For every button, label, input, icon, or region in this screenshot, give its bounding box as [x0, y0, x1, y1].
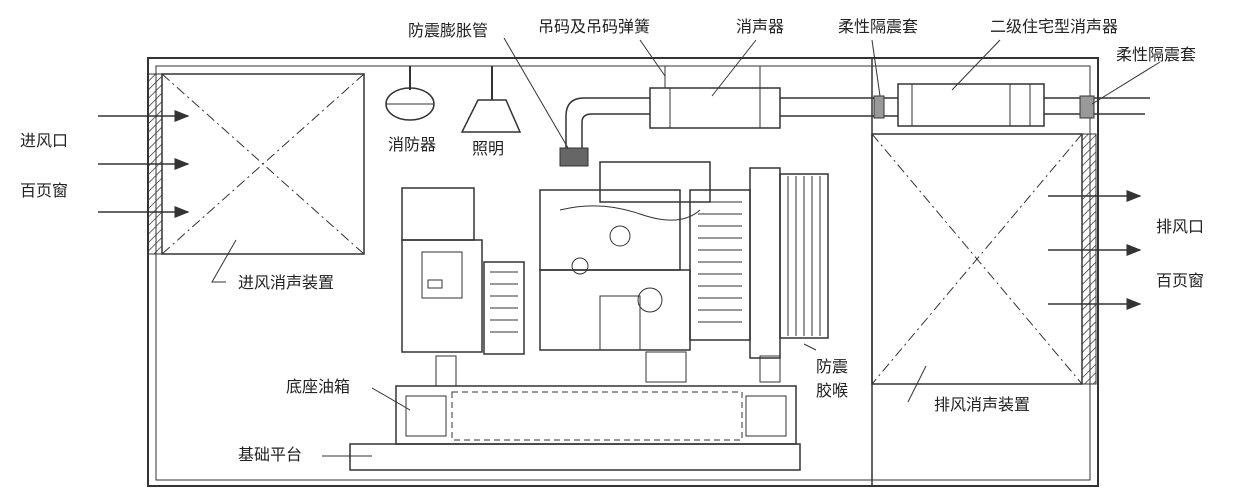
intake-silencer-label: 进风消声装置: [238, 273, 335, 292]
louver-right-label: 百页窗: [1156, 271, 1205, 290]
radiator-drawing: [689, 167, 829, 383]
foundation-drawing: [349, 443, 801, 471]
louver-left-label: 百页窗: [20, 181, 69, 200]
room-wall: [147, 57, 1099, 487]
hanger-spring: [664, 66, 761, 88]
anti-vibration-expansion-pipe-label: 防震膨胀管: [408, 21, 489, 40]
base-fuel-tank-drawing: [395, 385, 797, 445]
outlet-arrows: [1048, 190, 1142, 310]
right-louver-hatch: [1081, 133, 1097, 385]
hanger-spring-label: 吊码及吊码弹簧: [538, 17, 651, 36]
air-outlet-label: 排风口: [1156, 217, 1205, 236]
foundation-platform-label: 基础平台: [238, 445, 303, 464]
leader-lines: [211, 37, 1161, 457]
residential-muffler-drawing: [872, 83, 1150, 127]
air-inlet-label: 进风口: [20, 131, 69, 150]
light-drawing: [460, 66, 522, 133]
exhaust-pipe: [559, 97, 650, 167]
exhaust-silencer-label: 排风消声装置: [934, 395, 1031, 414]
flex-sleeve-top-label: 柔性隔震套: [838, 17, 919, 36]
inlet-arrows: [98, 110, 190, 218]
anti-vibration-label-line2: 胶喉: [816, 381, 849, 400]
residential-muffler-label: 二级住宅型消声器: [990, 17, 1119, 36]
exhaust-silencer-box: [871, 58, 1083, 486]
muffler-drawing: [649, 87, 872, 129]
flex-sleeve-right-label: 柔性隔震套: [1116, 45, 1197, 64]
muffler-label: 消声器: [736, 17, 785, 36]
anti-vibration-label-line1: 防震: [816, 357, 849, 376]
lighting-label: 照明: [472, 139, 505, 158]
fire-extinguisher-label: 消防器: [388, 135, 437, 154]
alternator-drawing: [401, 187, 525, 387]
engine-drawing: [539, 161, 711, 383]
intake-silencer-box: [161, 73, 365, 255]
fire-extinguisher-drawing: [385, 66, 435, 121]
base-fuel-tank-label: 底座油箱: [286, 377, 351, 396]
